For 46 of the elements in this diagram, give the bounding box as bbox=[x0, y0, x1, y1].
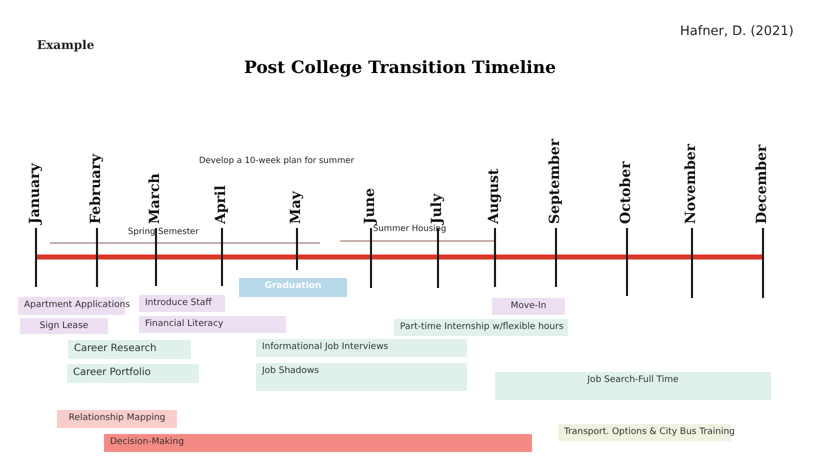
activity-text: Graduation bbox=[264, 281, 322, 291]
activity-bar bbox=[104, 434, 532, 452]
month-label: October bbox=[618, 161, 634, 224]
month-label: June bbox=[362, 188, 378, 224]
activity-bar bbox=[139, 295, 225, 312]
month-label: May bbox=[288, 191, 304, 224]
span-label: Spring Semester bbox=[128, 227, 199, 237]
activity-text: Apartment Applications bbox=[24, 300, 130, 310]
month-label: March bbox=[147, 173, 163, 224]
activity-bar bbox=[492, 298, 565, 315]
activity-text: Sign Lease bbox=[40, 321, 88, 331]
activity-bar bbox=[256, 339, 467, 357]
activity-text: Career Research bbox=[74, 343, 156, 354]
activity-text: Decision-Making bbox=[110, 437, 184, 447]
activity-text: Career Portfolio bbox=[73, 367, 151, 378]
activity-bar bbox=[495, 372, 771, 400]
month-label: August bbox=[486, 168, 502, 224]
activity-text: Job Search-Full Time bbox=[587, 375, 679, 385]
month-label: September bbox=[547, 138, 563, 224]
month-label: November bbox=[683, 144, 699, 224]
activity-text: Relationship Mapping bbox=[68, 413, 166, 423]
activity-bar bbox=[394, 319, 568, 336]
activity-bar bbox=[239, 278, 347, 297]
activity-text: Part-time Internship w/flexible hours bbox=[400, 322, 564, 332]
month-label: July bbox=[429, 194, 445, 224]
activity-text: Transport. Options & City Bus Training bbox=[564, 427, 735, 437]
activity-bar bbox=[68, 340, 191, 359]
activity-text: Informational Job Interviews bbox=[262, 342, 388, 352]
month-label: February bbox=[88, 154, 104, 224]
activity-text: Financial Literacy bbox=[145, 319, 224, 329]
span-label: Develop a 10-week plan for summer bbox=[199, 156, 354, 166]
month-label: January bbox=[27, 163, 43, 224]
activity-text: Job Shadows bbox=[262, 366, 319, 376]
citation: Hafner, D. (2021) bbox=[680, 24, 794, 39]
title: Post College Transition Timeline bbox=[244, 58, 556, 78]
month-label: December bbox=[754, 144, 770, 224]
activity-bar bbox=[139, 316, 286, 333]
month-label: April bbox=[213, 185, 229, 224]
activity-bar bbox=[67, 364, 199, 383]
activity-text: Move-In bbox=[510, 301, 546, 311]
example-label: Example bbox=[37, 38, 94, 52]
activity-bar bbox=[256, 363, 467, 391]
activity-bar bbox=[20, 318, 108, 334]
activity-bar bbox=[57, 410, 177, 428]
span-label: Summer Housing bbox=[373, 224, 446, 234]
activity-text: Introduce Staff bbox=[145, 298, 212, 308]
